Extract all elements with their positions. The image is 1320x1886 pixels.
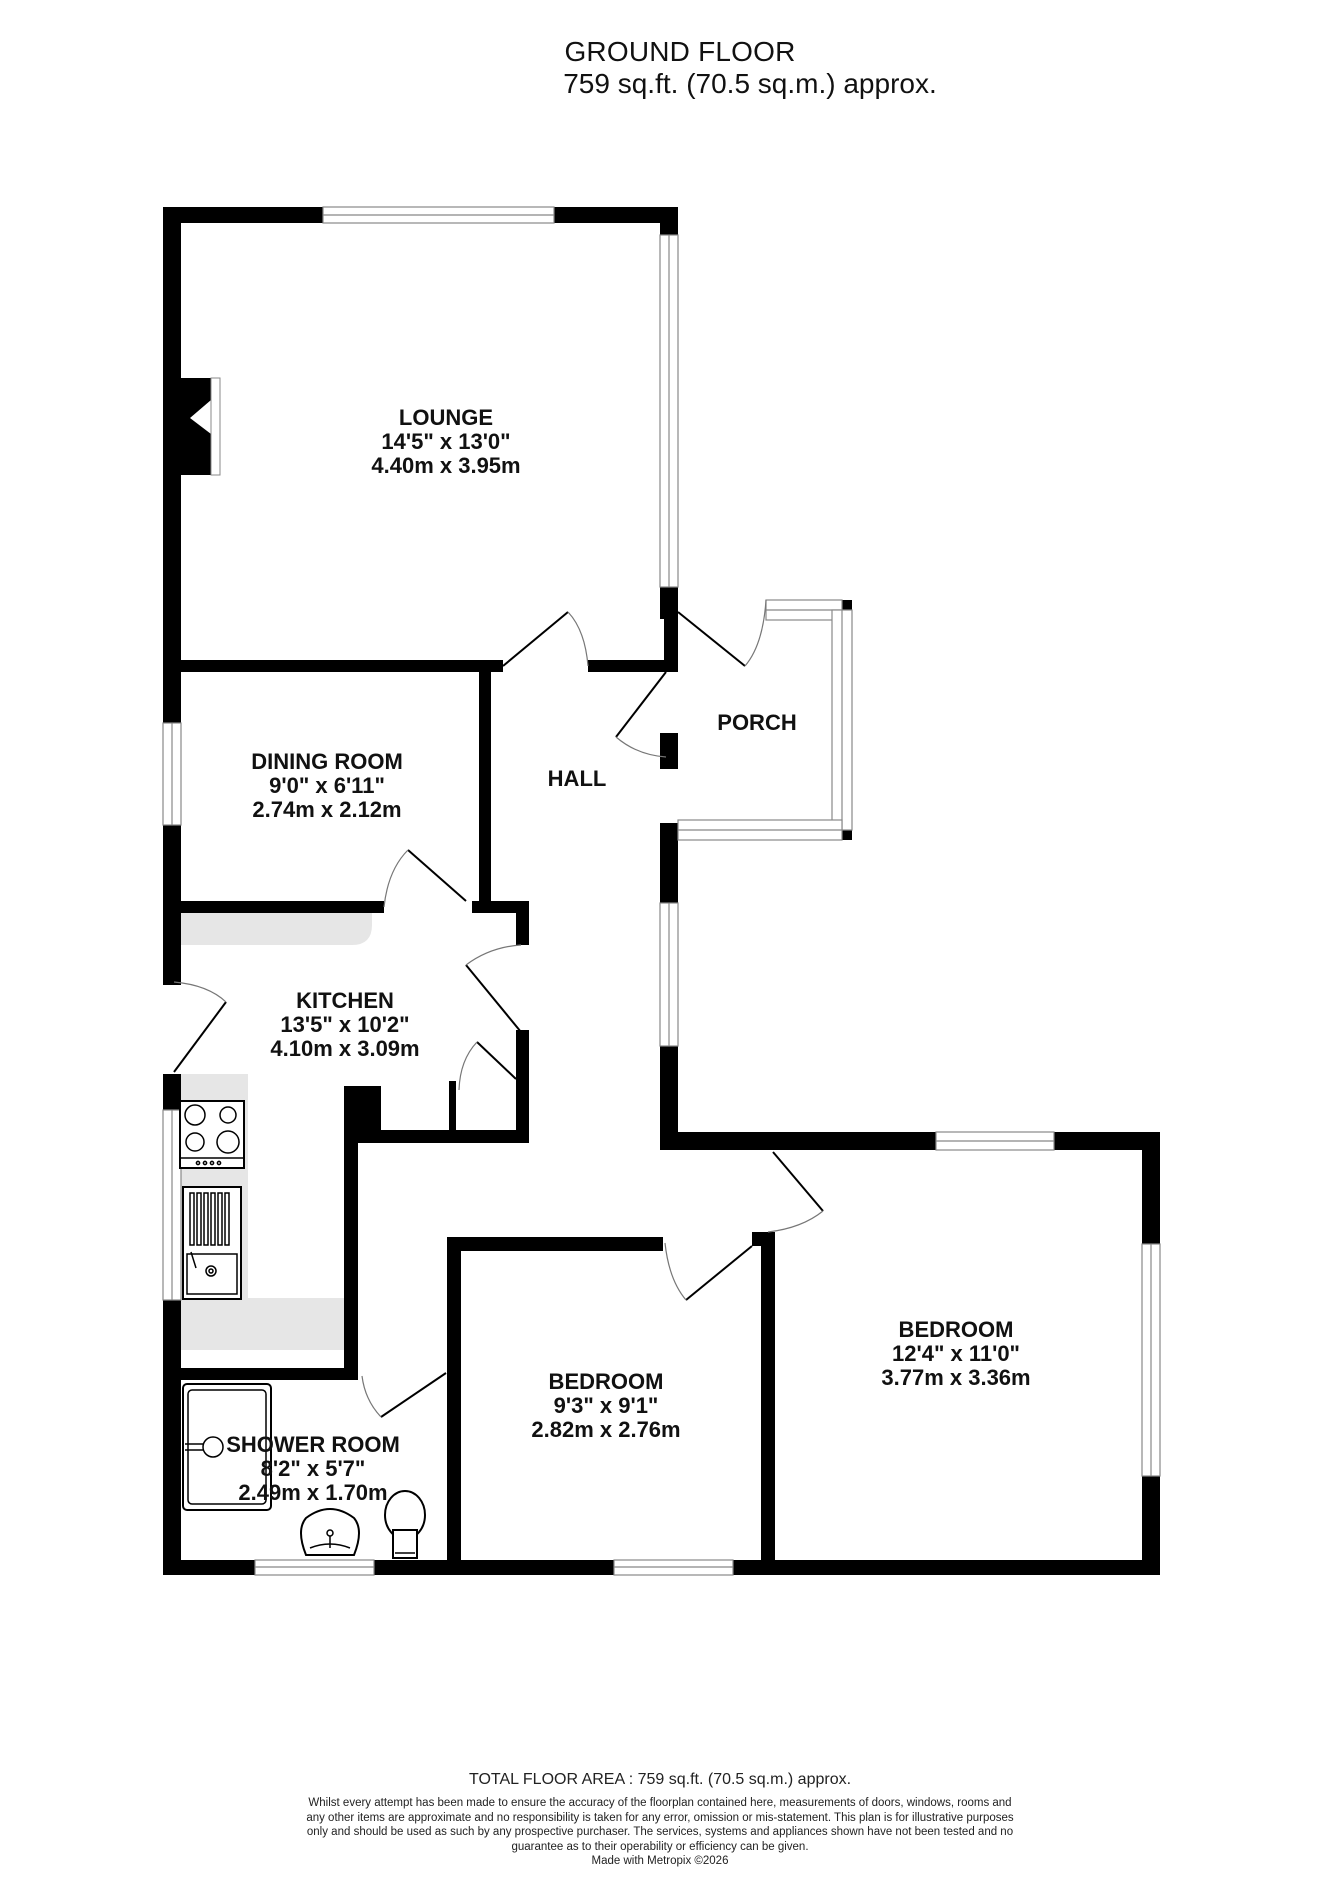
disclaimer: Whilst every attempt has been made to en… (300, 1796, 1020, 1869)
room-bedroom-2: BEDROOM 9'3" x 9'1" 2.82m x 2.76m (531, 1370, 680, 1442)
plan-header: GROUND FLOOR 759 sq.ft. (70.5 sq.m.) app… (0, 36, 1320, 100)
room-kitchen: KITCHEN 13'5" x 10'2" 4.10m x 3.09m (270, 989, 419, 1061)
doors (173, 599, 824, 1418)
room-name: KITCHEN (296, 988, 394, 1013)
room-metric: 4.40m x 3.95m (371, 453, 521, 478)
credit: Made with Metropix ©2026 (591, 1855, 729, 1867)
room-metric: 2.82m x 2.76m (531, 1417, 681, 1442)
room-bedroom-1: BEDROOM 12'4" x 11'0" 3.77m x 3.36m (881, 1318, 1030, 1390)
room-imperial: 9'3" x 9'1" (553, 1393, 659, 1418)
room-name: SHOWER ROOM (226, 1432, 400, 1457)
room-shower-room: SHOWER ROOM 8'2" x 5'7" 2.49m x 1.70m (226, 1433, 400, 1505)
room-hall: HALL (548, 767, 607, 791)
windows (162, 206, 1161, 1576)
room-metric: 3.77m x 3.36m (881, 1365, 1031, 1390)
room-imperial: 14'5" x 13'0" (381, 429, 511, 454)
wash-basin (300, 1508, 360, 1556)
disclaimer-text: Whilst every attempt has been made to en… (306, 1797, 1014, 1853)
room-imperial: 12'4" x 11'0" (892, 1341, 1020, 1366)
room-imperial: 13'5" x 10'2" (280, 1012, 410, 1037)
kitchen-sink (182, 1186, 242, 1300)
toilet (384, 1490, 426, 1559)
room-name: BEDROOM (548, 1369, 664, 1394)
room-metric: 2.74m x 2.12m (252, 797, 402, 822)
room-metric: 2.49m x 1.70m (238, 1480, 388, 1505)
room-name: PORCH (717, 710, 797, 735)
room-lounge: LOUNGE 14'5" x 13'0" 4.40m x 3.95m (371, 406, 520, 478)
room-porch: PORCH (717, 711, 796, 735)
shower-tray (182, 1383, 272, 1511)
kitchen-hob (179, 1100, 245, 1169)
room-imperial: 9'0" x 6'11" (269, 773, 385, 798)
room-metric: 4.10m x 3.09m (270, 1036, 420, 1061)
room-name: LOUNGE (398, 405, 494, 430)
room-name: BEDROOM (898, 1317, 1014, 1342)
room-name: HALL (547, 766, 607, 791)
total-floor-area: TOTAL FLOOR AREA : 759 sq.ft. (70.5 sq.m… (468, 1771, 852, 1788)
floor-title: GROUND FLOOR (564, 36, 796, 67)
walls (163, 207, 1160, 1575)
room-imperial: 8'2" x 5'7" (260, 1456, 366, 1481)
floor-area: 759 sq.ft. (70.5 sq.m.) approx. (563, 68, 937, 99)
room-name: DINING ROOM (251, 749, 403, 774)
room-dining-room: DINING ROOM 9'0" x 6'11" 2.74m x 2.12m (251, 750, 403, 822)
